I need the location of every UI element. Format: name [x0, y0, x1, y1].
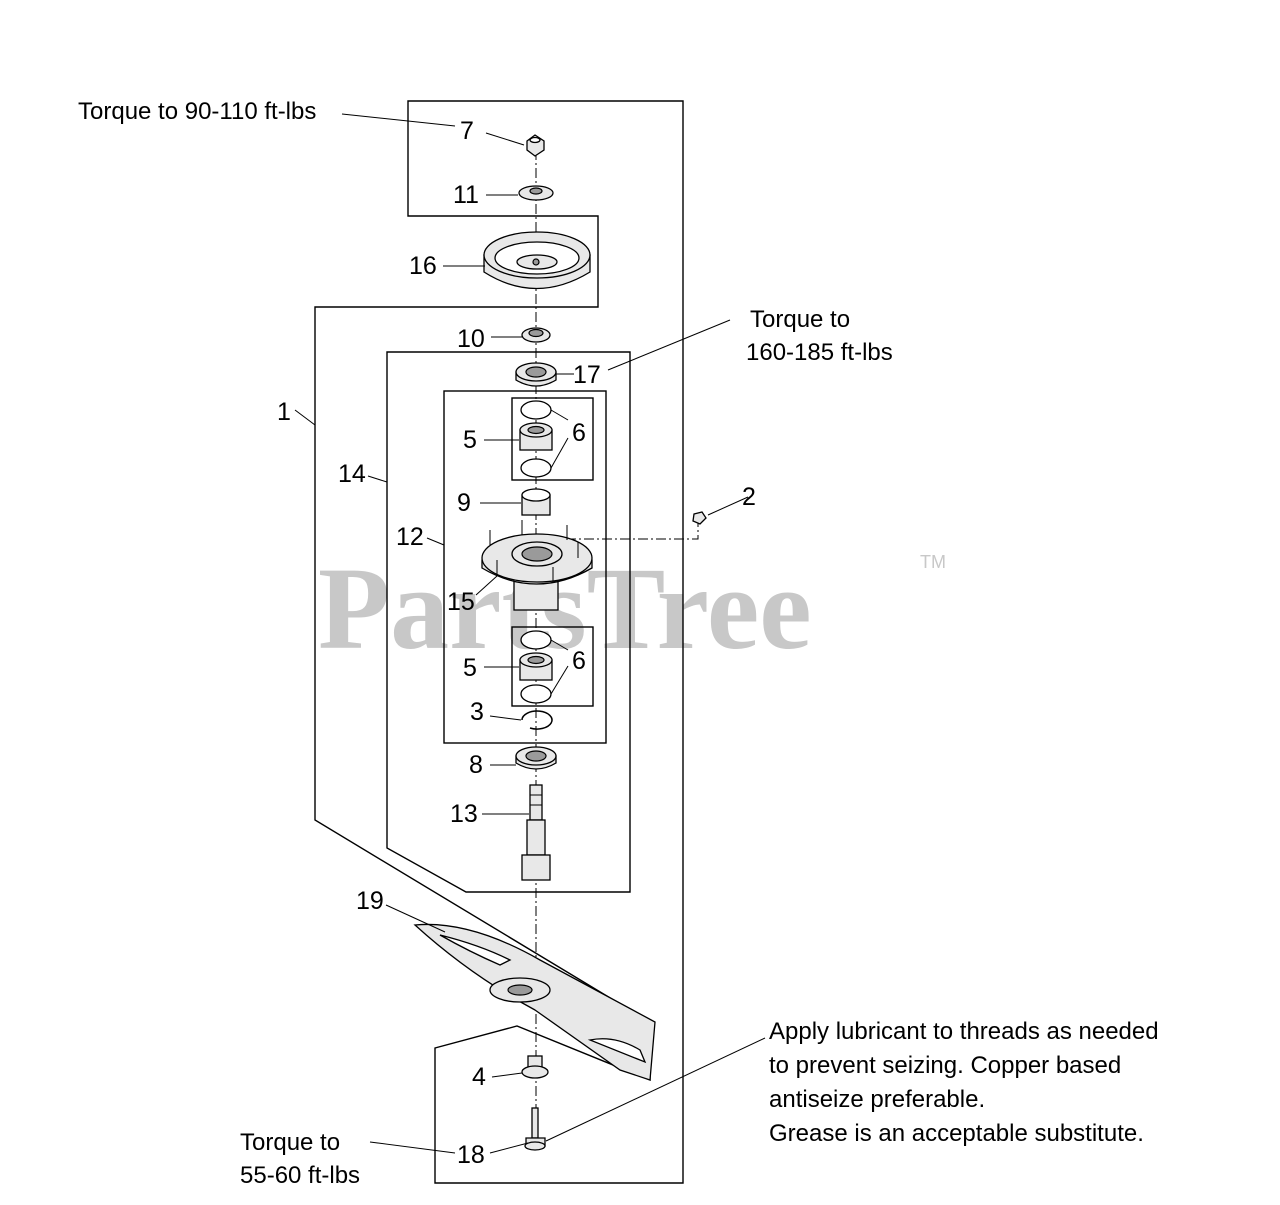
callout-18: 18	[457, 1141, 485, 1169]
bearing-cap-part-17	[515, 362, 557, 387]
callout-13: 13	[450, 800, 478, 828]
jam-nut-part-10	[521, 327, 551, 343]
nut-part-7	[526, 134, 545, 157]
watermark-trademark: TM	[920, 552, 946, 572]
lubricant-note-line3: antiseize preferable.	[769, 1086, 985, 1113]
callout-6-upper: 6	[572, 419, 586, 447]
callout-7: 7	[460, 117, 474, 145]
torque-note-nut: Torque to 90-110 ft-lbs	[78, 98, 316, 125]
callout-5-upper: 5	[463, 426, 477, 454]
callout-6-lower: 6	[572, 647, 586, 675]
lubricant-note-line1: Apply lubricant to threads as needed	[769, 1018, 1159, 1045]
upper-bearing-set	[519, 400, 553, 478]
shaft-part-13	[521, 784, 551, 881]
callout-19: 19	[356, 887, 384, 915]
leader-lines	[294, 113, 766, 1154]
lubricant-note-line2: to prevent seizing. Copper based	[769, 1052, 1121, 1079]
washer-part-11	[518, 185, 554, 201]
bearing-group-upper	[511, 397, 594, 481]
callout-14: 14	[338, 460, 366, 488]
callout-15: 15	[447, 588, 475, 616]
bolt-part-18	[524, 1107, 546, 1151]
retaining-ring-part-3	[521, 710, 553, 730]
spacer-part-9	[521, 488, 551, 516]
callout-17: 17	[573, 361, 601, 389]
lubricant-note-line4: Grease is an acceptable substitute.	[769, 1120, 1144, 1147]
torque-note-bolt-line1: Torque to	[240, 1129, 340, 1156]
callout-1: 1	[277, 398, 291, 426]
callout-10: 10	[457, 325, 485, 353]
callout-11: 11	[453, 181, 479, 209]
callout-16: 16	[409, 252, 437, 280]
spindle-housing-part-15	[481, 520, 593, 611]
bearing-cap-part-8	[515, 746, 557, 770]
callout-2: 2	[742, 483, 756, 511]
callout-8: 8	[469, 751, 483, 779]
grease-fitting-part-2	[692, 511, 707, 525]
callout-5-lower: 5	[463, 654, 477, 682]
torque-note-spindle-line2: 160-185 ft-lbs	[746, 339, 893, 366]
adapter-part-4	[521, 1055, 549, 1079]
callout-3: 3	[470, 698, 484, 726]
fitting-axis-line	[566, 520, 699, 540]
callout-12: 12	[396, 523, 424, 551]
blade-part-19	[413, 923, 656, 1081]
torque-note-bolt-line2: 55-60 ft-lbs	[240, 1162, 360, 1189]
pulley-part-16	[483, 231, 591, 290]
assembly-outline-14	[386, 351, 631, 893]
lower-bearing-set	[519, 630, 553, 704]
assembly-outline-12	[443, 390, 607, 744]
callout-4: 4	[472, 1063, 486, 1091]
torque-note-spindle-line1: Torque to	[750, 306, 850, 333]
callout-9: 9	[457, 489, 471, 517]
